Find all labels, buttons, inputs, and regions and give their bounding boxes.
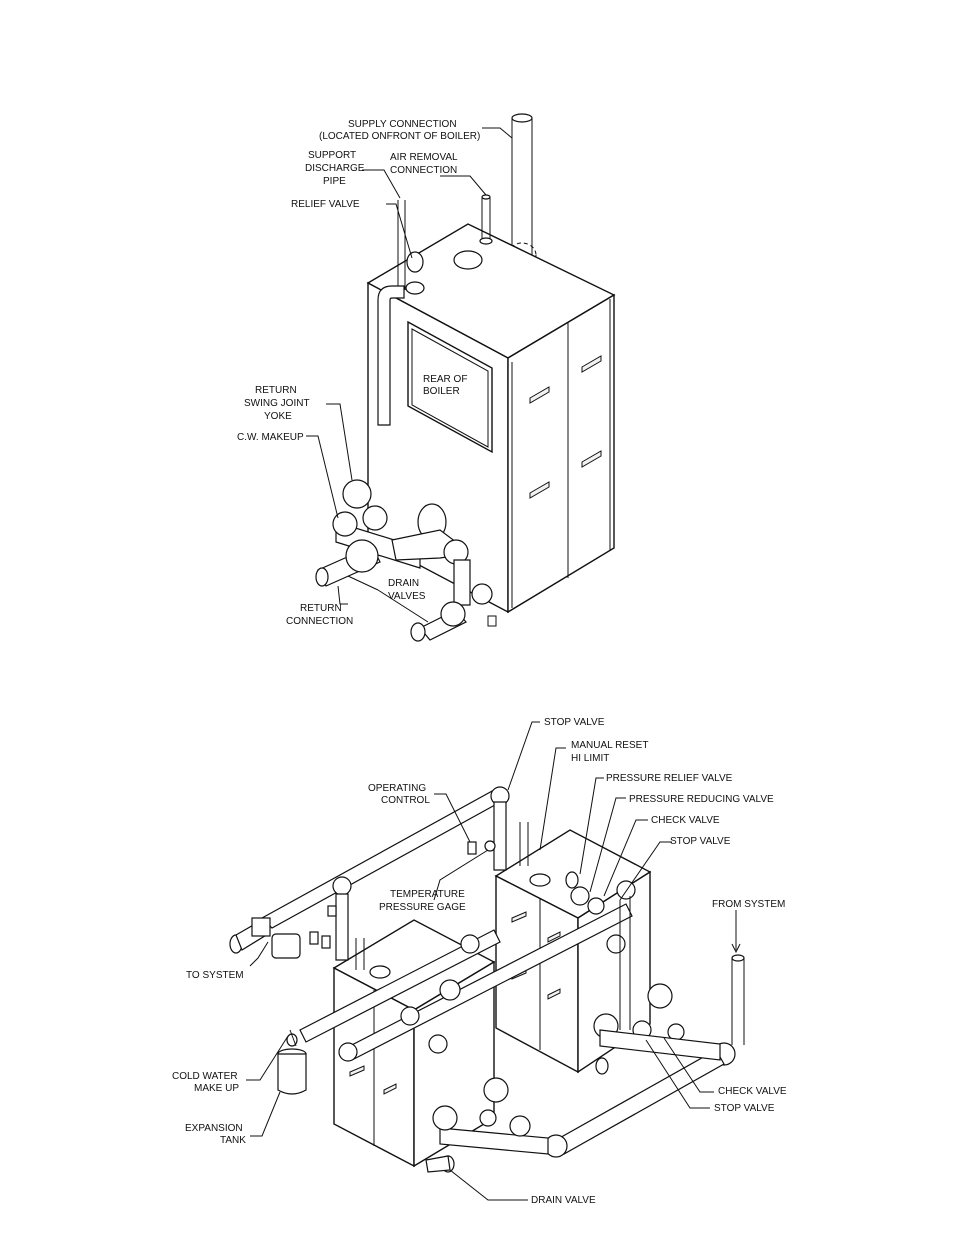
drain-valves-label: DRAIN (388, 578, 419, 589)
return-connection-label: RETURN (300, 603, 342, 614)
pressure-relief-valve-label: PRESSURE RELIEF VALVE (606, 773, 733, 784)
louvers (529, 355, 602, 499)
rear-of-boiler-label: REAR OF (423, 374, 467, 385)
bottom-leaders (246, 721, 741, 1201)
rear-of-boiler-label-2: BOILER (423, 386, 460, 397)
supply-connection-note: (LOCATED ONFRONT OF BOILER) (319, 131, 480, 142)
manual-reset-label-2: HI LIMIT (571, 753, 609, 764)
expansion-tank (277, 1029, 307, 1095)
manual-reset-label: MANUAL RESET (571, 740, 648, 751)
return-swing-label-2: SWING JOINT (244, 398, 310, 409)
return-header (425, 954, 745, 1173)
stop-valve-bottom-label: STOP VALVE (714, 1103, 775, 1114)
support-discharge-label-3: PIPE (323, 176, 346, 187)
stop-valve-mid-label: STOP VALVE (670, 836, 731, 847)
bottom-figure: STOP VALVE MANUAL RESET HI LIMIT OPERATI… (172, 717, 787, 1206)
operating-control-label-2: CONTROL (381, 795, 430, 806)
air-removal-label-2: CONNECTION (390, 165, 457, 176)
cold-water-label: COLD WATER (172, 1071, 238, 1082)
temperature-gage-label-2: PRESSURE GAGE (379, 902, 466, 913)
relief-valve-label: RELIEF VALVE (291, 199, 360, 210)
to-system-label: TO SYSTEM (186, 970, 244, 981)
return-swing-label-3: YOKE (264, 411, 292, 422)
top-leaders (306, 127, 513, 623)
pressure-reducing-valve-label: PRESSURE REDUCING VALVE (629, 794, 774, 805)
cross-piping (299, 871, 636, 1062)
check-valve-bottom-label: CHECK VALVE (718, 1086, 787, 1097)
support-discharge-label: SUPPORT (308, 150, 356, 161)
boiler-cabinet (366, 223, 616, 627)
top-figure: SUPPLY CONNECTION (LOCATED ONFRONT OF BO… (237, 113, 616, 642)
drain-valve-label: DRAIN VALVE (531, 1195, 596, 1206)
expansion-tank-label: EXPANSION (185, 1123, 243, 1134)
supply-header (229, 786, 529, 970)
operating-control-label: OPERATING (368, 783, 426, 794)
cw-makeup-label: C.W. MAKEUP (237, 432, 304, 443)
support-discharge-label-2: DISCHARGE (305, 163, 365, 174)
rear-access-panel (407, 320, 493, 454)
return-piping (315, 479, 493, 642)
temperature-gage-label: TEMPERATURE (390, 889, 465, 900)
drain-valves-label-2: VALVES (388, 591, 426, 602)
relief-valve-assembly (377, 200, 425, 426)
supply-connection-label: SUPPLY CONNECTION (348, 119, 457, 130)
check-valve-top-label: CHECK VALVE (651, 815, 720, 826)
air-removal-label: AIR REMOVAL (390, 152, 458, 163)
stop-valve-top-label: STOP VALVE (544, 717, 605, 728)
from-system-label: FROM SYSTEM (712, 899, 785, 910)
return-connection-label-2: CONNECTION (286, 616, 353, 627)
supply-stack (507, 113, 537, 268)
cold-water-label-2: MAKE UP (194, 1083, 239, 1094)
return-swing-label: RETURN (255, 385, 297, 396)
expansion-tank-label-2: TANK (220, 1135, 246, 1146)
